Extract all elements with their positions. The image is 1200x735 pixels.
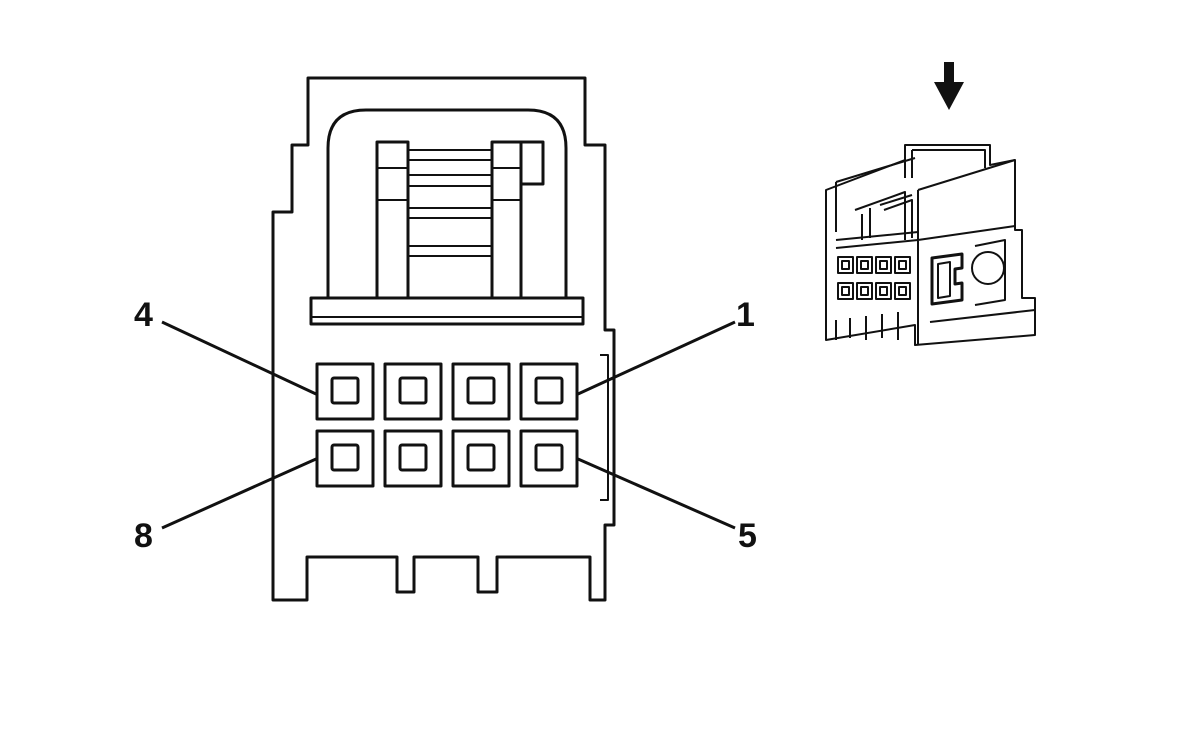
pin-cavities [315,362,579,488]
arrow-down-icon [934,62,964,110]
latch-arm-left [375,140,410,300]
leader-line-pin-1 [577,320,736,396]
latch-cavity [326,108,568,300]
iso-pin-grid [837,256,911,300]
pin-cavity [315,362,375,421]
pin-cavity [519,429,579,488]
latch-arm-right [490,140,545,300]
pin-cavity [519,362,579,421]
iso-round-boss [971,251,1005,285]
pin-label-5: 5 [738,517,757,555]
pin-cavity [315,429,375,488]
iso-lock-slot [930,252,964,306]
connector-housing-outline [271,76,616,602]
connector-face-view: 4 1 8 5 [134,76,757,602]
pin-label-1: 1 [736,296,755,334]
connector-isometric-view [825,62,1036,346]
latch-rungs [408,149,492,257]
pin-cavity [451,429,511,488]
pin-label-4: 4 [134,296,153,334]
side-rail [600,354,609,501]
leader-line-pin-4 [161,320,317,396]
leader-line-pin-8 [161,457,317,530]
pin-cavity [451,362,511,421]
latch-bar [309,296,585,326]
pin-cavity [383,362,443,421]
iso-feet [835,309,1036,340]
pin-cavity [383,429,443,488]
pin-label-8: 8 [134,517,153,555]
iso-body-outline [825,144,1036,346]
leader-line-pin-5 [577,457,736,530]
